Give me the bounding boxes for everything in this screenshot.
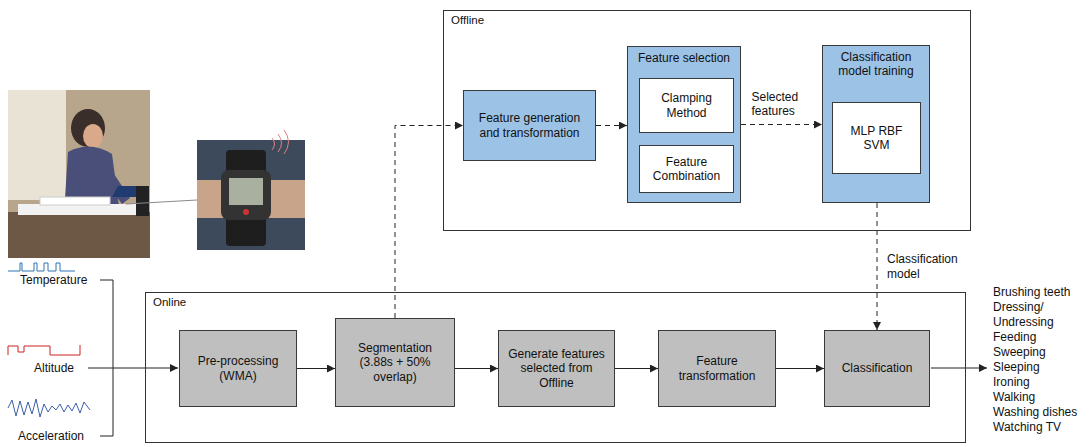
box-text: Feature transformation: [667, 354, 767, 383]
flow-arrow: [741, 124, 822, 125]
online-step-box: Pre-processing (WMA): [179, 330, 297, 407]
method-box: Feature Combination: [639, 145, 734, 193]
flow-arrow: [877, 203, 878, 330]
signal-thumbnails: [8, 263, 90, 417]
online-step-box: Classification: [824, 330, 930, 407]
signal-label: Temperature: [20, 273, 87, 287]
offline-step-box: Clamping MethodFeature Combination Featur…: [627, 46, 741, 203]
box-text: Generate features selected from Offline: [505, 347, 608, 390]
method-box: Clamping Method: [639, 78, 734, 133]
box-text: Pre-processing (WMA): [188, 354, 288, 383]
offline-step-box: MLP RBF SVM Classification model training: [822, 45, 930, 203]
stage-panel: Pre-processing (WMA) Segmentation (3.88s …: [145, 292, 966, 443]
box-heading: Classification model training: [823, 46, 929, 79]
flow-arrow: [596, 125, 627, 126]
box-heading: Online: [146, 293, 965, 313]
activity-label: Watching TV: [993, 420, 1089, 435]
flow-arrow: [455, 368, 498, 369]
activity-label: Dressing/ Undressing: [993, 300, 1089, 330]
offline-step-box: Feature generation and transformation: [463, 90, 596, 161]
flow-arrow: [395, 126, 463, 319]
edge-label: Selected features: [750, 89, 814, 120]
box-heading: Offline: [444, 11, 970, 31]
leader-line: [126, 200, 197, 204]
flow-arrow: [297, 368, 335, 369]
signal-label: Altitude: [34, 361, 74, 375]
output-arrow: [931, 368, 987, 369]
box-text: Clamping Method: [646, 91, 727, 120]
method-box: MLP RBF SVM: [832, 102, 921, 174]
activity-list: Brushing teethDressing/ UndressingFeedin…: [993, 285, 1089, 435]
activity-label: Washing dishes: [993, 405, 1089, 420]
flow-arrow: [776, 368, 824, 369]
box-text: Classification: [842, 361, 913, 375]
activity-label: Ironing: [993, 375, 1089, 390]
online-step-box: Segmentation (3.88s + 50% overlap): [335, 318, 455, 407]
activity-label: Sleeping: [993, 360, 1089, 375]
online-step-box: Generate features selected from Offline: [498, 330, 615, 407]
box-heading: Feature selection: [628, 47, 740, 65]
activity-label: Feeding: [993, 330, 1089, 345]
box-text: MLP RBF SVM: [839, 124, 914, 153]
box-text: Segmentation (3.88s + 50% overlap): [348, 341, 442, 384]
activity-label: Sweeping: [993, 345, 1089, 360]
activity-label: Brushing teeth: [993, 285, 1089, 300]
box-text: Feature Combination: [646, 155, 727, 184]
watch-inset: [197, 130, 305, 250]
edge-label: Classification model: [885, 251, 969, 282]
box-text: Feature generation and transformation: [472, 111, 587, 140]
activity-label: Walking: [993, 390, 1089, 405]
signal-label: Acceleration: [18, 429, 84, 443]
online-step-box: Feature transformation: [658, 330, 776, 407]
photo-illustration: [8, 90, 150, 258]
flow-arrow: [615, 368, 658, 369]
stage-panel: Feature generation and transformation Cla…: [443, 10, 971, 231]
